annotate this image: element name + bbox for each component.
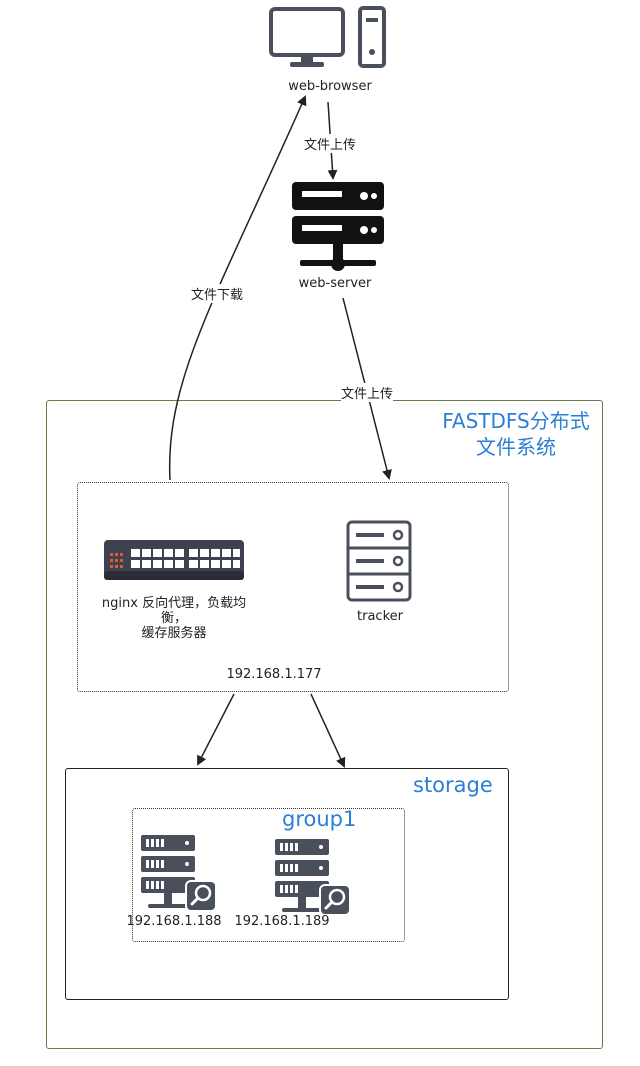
tracker-label: tracker: [357, 609, 403, 624]
web-server-label: web-server: [298, 276, 372, 291]
edge-nginx-to-storage-2: [310, 693, 346, 768]
nginx-label: nginx 反向代理，负载均衡， 缓存服务器: [89, 596, 259, 641]
nginx-ip-label: 192.168.1.177: [226, 667, 322, 682]
fastdfs-container: [46, 400, 603, 1049]
computer-icon: [269, 6, 386, 68]
storage-title: storage: [413, 773, 493, 797]
edge-download-nginx-to-browser: [168, 95, 307, 481]
switch-icon: [104, 540, 244, 580]
edge-nginx-to-storage-1: [197, 693, 235, 766]
fastdfs-title-line-1: FASTDFS分布式: [442, 409, 590, 433]
storage-container: [65, 768, 509, 1000]
storage-server-icon: [141, 835, 217, 912]
group1-container: [132, 808, 405, 942]
nginx-tracker-container: [77, 482, 509, 692]
storage1-ip-label: 192.168.1.188: [126, 914, 222, 929]
fastdfs-title: FASTDFS分布式 文件系统: [440, 408, 592, 460]
edge-label-download: 文件下载: [190, 284, 244, 303]
fastdfs-title-line-2: 文件系统: [476, 435, 556, 459]
edge-label-upload-1: 文件上传: [303, 134, 357, 153]
server-icon: [292, 182, 384, 271]
storage-server-icon: [275, 839, 351, 916]
web-browser-label: web-browser: [288, 79, 372, 94]
nginx-label-line-2: 缓存服务器: [141, 626, 207, 641]
nginx-label-line-1: nginx 反向代理，负载均衡，: [101, 596, 247, 626]
storage2-ip-label: 192.168.1.189: [234, 914, 330, 929]
group1-title: group1: [282, 807, 357, 831]
rack-server-icon: [346, 520, 412, 602]
edge-label-upload-2: 文件上传: [340, 383, 394, 402]
